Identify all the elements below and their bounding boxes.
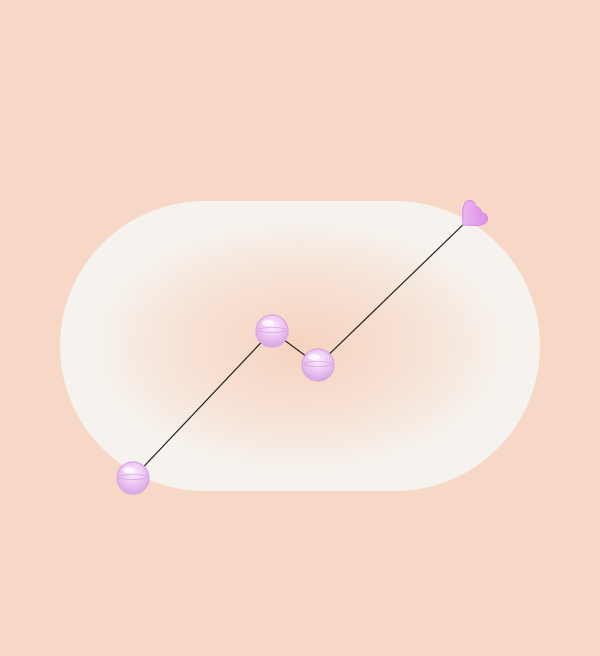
heart-arrowhead-icon xyxy=(462,199,489,226)
path-line xyxy=(132,217,471,479)
path-nodes xyxy=(116,314,335,495)
sphere-node-icon xyxy=(301,348,335,382)
heart-arrowhead-shape xyxy=(462,199,489,226)
sphere-node-icon xyxy=(116,461,150,495)
pill-panel xyxy=(60,201,540,491)
sphere-node-icon xyxy=(255,314,289,348)
